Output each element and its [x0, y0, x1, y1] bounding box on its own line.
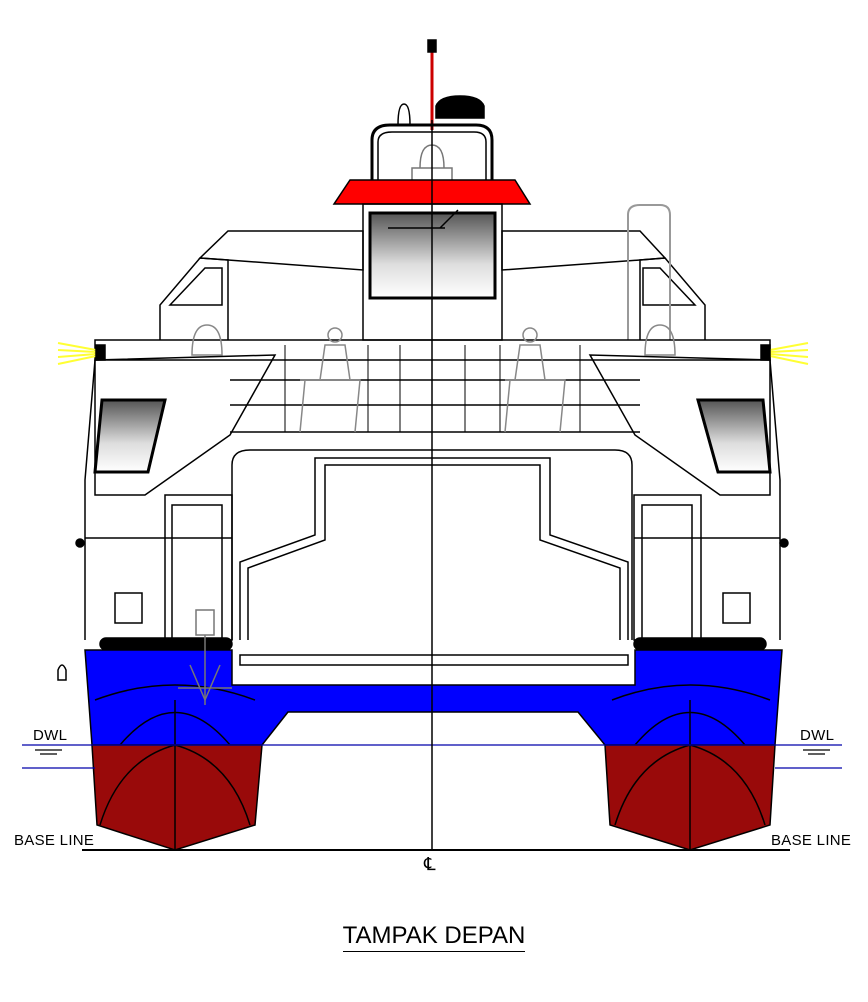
dwl-label-right: DWL [800, 727, 835, 744]
left-wing-roof [198, 230, 364, 271]
roll-bar [370, 123, 494, 180]
left-fender [99, 637, 233, 651]
left-searchlight [191, 324, 223, 356]
baseline-label-left: BASE LINE [14, 832, 95, 849]
right-cabin-window [696, 398, 772, 474]
left-navigation-light-beam [57, 342, 97, 365]
anchor-winch [178, 609, 232, 705]
left-cabin-window [93, 398, 167, 474]
right-door [633, 494, 702, 641]
drawing-title: TAMPAK DEPAN [342, 922, 526, 952]
radar-dome [435, 95, 485, 119]
centerline-symbol: ℄ [424, 854, 436, 874]
mast-light [427, 39, 437, 53]
baseline-label-right: BASE LINE [771, 832, 852, 849]
top-light [397, 103, 411, 126]
drawing-title-wrap: TAMPAK DEPAN [0, 922, 868, 952]
seated-passenger-right [504, 327, 566, 433]
right-navigation-light-beam [769, 342, 809, 365]
dwl-label-left: DWL [33, 727, 68, 744]
right-fender [633, 637, 767, 651]
right-searchlight [644, 324, 676, 356]
left-hull-below-waterline [91, 744, 263, 851]
seated-passenger-left [299, 327, 361, 433]
ladder [627, 204, 671, 340]
